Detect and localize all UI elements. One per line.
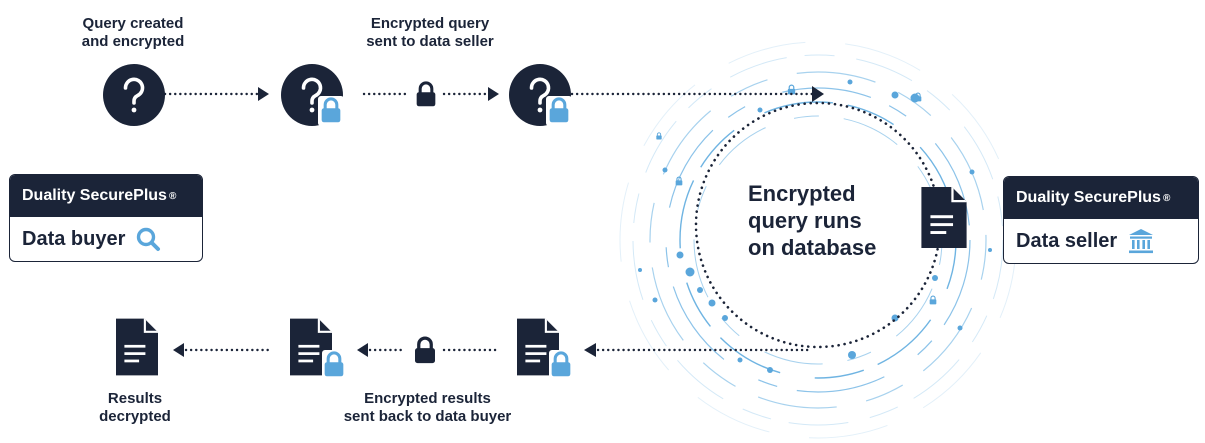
- role-label: Data seller: [1016, 229, 1118, 252]
- label-line: Encrypted query: [370, 15, 490, 32]
- label-line: decrypted: [99, 408, 171, 425]
- data-seller-card: Duality SecurePlus® Data seller: [1003, 176, 1199, 264]
- registered-mark: ®: [168, 190, 177, 202]
- card-header: Duality SecurePlus®: [10, 175, 202, 217]
- transit-lock-icon-top: [415, 81, 437, 108]
- search-icon: [137, 227, 161, 251]
- document-icon-decrypted: [116, 318, 158, 376]
- result-flow-arrows: [173, 343, 596, 357]
- document-lock-icon-2: [517, 318, 574, 380]
- brand-name: Duality SecurePlus: [22, 187, 167, 204]
- label-line: query runs: [748, 208, 862, 233]
- label-line: on database: [748, 235, 877, 260]
- document-lock-icon-1: [290, 318, 347, 380]
- label-query-sent: Encrypted query sent to data seller: [340, 15, 520, 51]
- database-document-icon: [921, 187, 967, 248]
- label-line: Query created: [82, 15, 184, 32]
- label-query-runs: Encrypted query runs on database: [748, 180, 876, 261]
- bank-icon: [1129, 229, 1154, 254]
- data-buyer-card: Duality SecurePlus® Data buyer: [9, 174, 203, 262]
- card-body: Data seller: [1004, 219, 1198, 263]
- label-line: sent to data seller: [366, 33, 494, 50]
- card-body: Data buyer: [10, 217, 202, 261]
- role-label: Data buyer: [22, 227, 126, 250]
- label-line: Encrypted results: [364, 390, 491, 407]
- brand-name: Duality SecurePlus: [1016, 189, 1161, 206]
- transit-lock-icon-bottom: [413, 336, 437, 365]
- label-results-sent: Encrypted results sent back to data buye…: [320, 390, 535, 426]
- query-flow-arrows: [258, 86, 824, 102]
- question-icon: [103, 64, 165, 126]
- label-line: Encrypted: [748, 181, 856, 206]
- registered-mark: ®: [1162, 192, 1171, 204]
- question-lock-icon-2: [509, 64, 572, 126]
- label-line: sent back to data buyer: [343, 408, 512, 425]
- question-lock-icon-1: [281, 64, 344, 126]
- label-query-created: Query created and encrypted: [58, 15, 208, 51]
- card-header: Duality SecurePlus®: [1004, 177, 1198, 219]
- label-line: and encrypted: [81, 33, 185, 50]
- label-line: Results: [107, 390, 163, 407]
- label-results-decrypted: Results decrypted: [70, 390, 200, 426]
